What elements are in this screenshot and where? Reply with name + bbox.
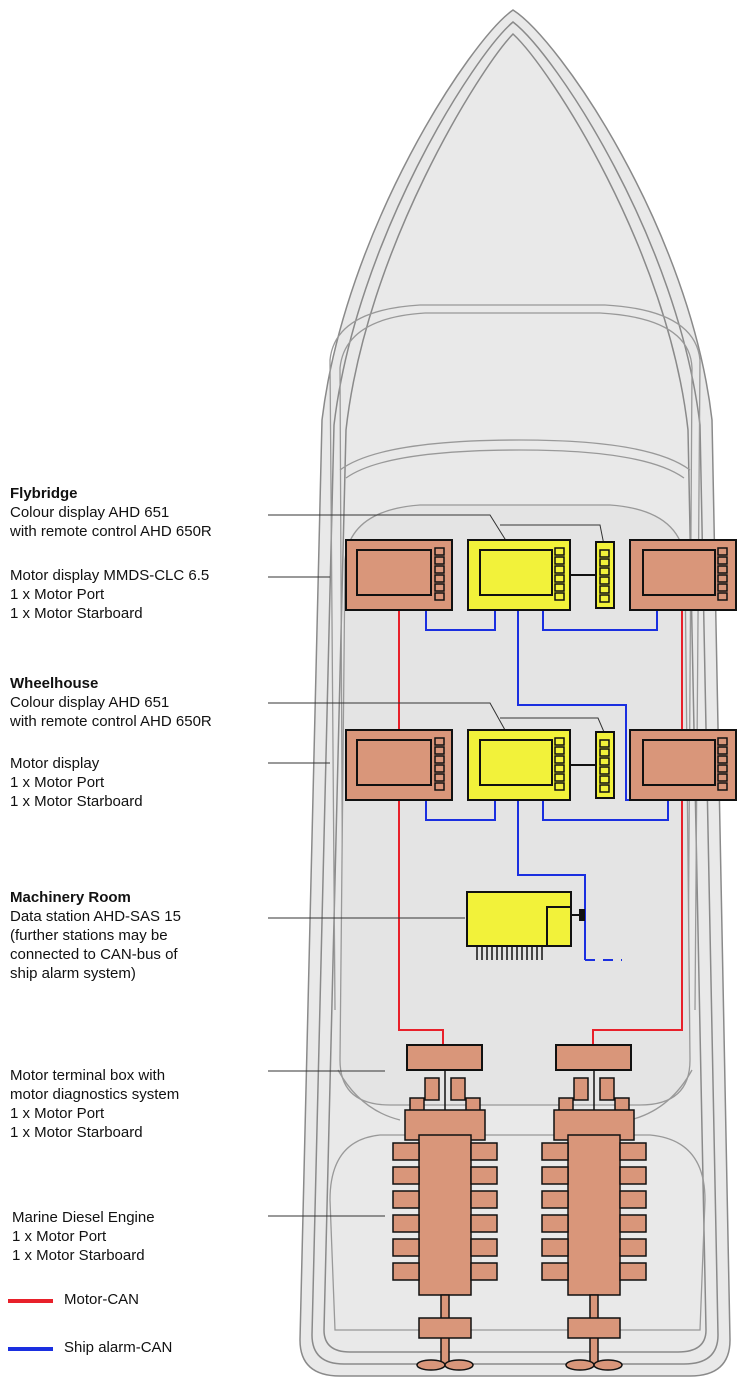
terminal-box-text-1: Motor terminal box with [10,1067,166,1084]
flybridge-remote-control [570,541,615,609]
terminal-box-starboard-text: 1 x Motor Starboard [10,1124,143,1141]
machinery-room-label: Machinery Room Data station AHD-SAS 15 (… [10,888,181,983]
data-station-note-1: (further stations may be [10,927,168,944]
engine-text: Marine Diesel Engine [12,1209,155,1226]
flybridge-motor-display-port [345,539,453,611]
flybridge-label: Flybridge Colour display AHD 651 with re… [10,484,212,541]
flybridge-colour-display [467,539,571,611]
wheelhouse-motor-display-port [345,729,453,801]
cabin-outline [329,304,706,1331]
terminal-box-label: Motor terminal box with motor diagnostic… [10,1066,179,1142]
motor-can-bus [398,610,683,1045]
legend-ship-alarm-can-label: Ship alarm-CAN [64,1339,173,1356]
terminal-box-starboard [555,1044,632,1071]
wheelhouse-motor-display-text: Motor display [10,755,100,772]
wheelhouse-motor-port-text: 1 x Motor Port [10,774,105,791]
legend-motor-can-label: Motor-CAN [64,1291,140,1308]
wheelhouse-heading: Wheelhouse [10,675,99,692]
wheelhouse-remote-control [570,731,615,799]
flybridge-motor-port-text: 1 x Motor Port [10,586,105,603]
flybridge-motor-display-label: Motor display MMDS-CLC 6.5 1 x Motor Por… [10,566,209,623]
flybridge-colour-display-text: Colour display AHD 651 [10,504,170,521]
machinery-room-heading: Machinery Room [10,889,131,906]
flybridge-motor-display-starboard [629,539,737,611]
data-station-note-3: ship alarm system) [10,965,136,982]
data-station [466,891,585,960]
engine-port [392,1070,498,1371]
wheelhouse-motor-starboard-text: 1 x Motor Starboard [10,793,143,810]
wheelhouse-colour-display-text: Colour display AHD 651 [10,694,170,711]
wheelhouse-colour-display [467,729,571,801]
terminal-box-port-text: 1 x Motor Port [10,1105,105,1122]
flybridge-motor-display-text: Motor display MMDS-CLC 6.5 [10,567,210,584]
wheelhouse-motor-display-label: Motor display 1 x Motor Port 1 x Motor S… [10,754,143,811]
engine-port-text: 1 x Motor Port [12,1228,107,1245]
wheelhouse-remote-text: with remote control AHD 650R [10,713,212,730]
engine-starboard [541,1070,647,1371]
engine-starboard-text: 1 x Motor Starboard [12,1247,145,1264]
terminal-box-text-2: motor diagnostics system [10,1086,180,1103]
terminal-box-port [406,1044,483,1071]
wheelhouse-label: Wheelhouse Colour display AHD 651 with r… [10,674,212,731]
legend-motor-can-swatch [8,1299,53,1303]
data-station-note-2: connected to CAN-bus of [10,946,178,963]
flybridge-motor-starboard-text: 1 x Motor Starboard [10,605,143,622]
ship-alarm-can-bus [425,610,669,961]
flybridge-remote-text: with remote control AHD 650R [10,523,212,540]
flybridge-heading: Flybridge [10,485,78,502]
legend-ship-alarm-can-swatch [8,1347,53,1351]
data-station-text: Data station AHD-SAS 15 [10,908,181,925]
engine-label: Marine Diesel Engine 1 x Motor Port 1 x … [12,1208,155,1265]
wheelhouse-motor-display-starboard [629,729,737,801]
